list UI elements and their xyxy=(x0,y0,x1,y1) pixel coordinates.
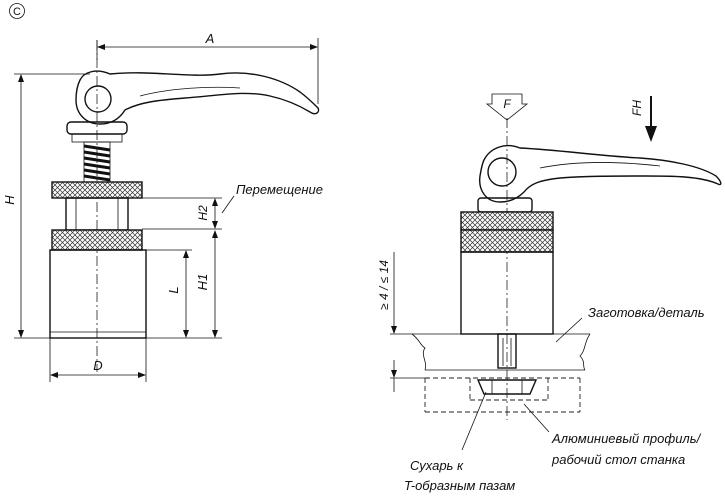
left-lower-knurled-ring xyxy=(51,229,143,251)
dimension-h: H xyxy=(2,73,90,339)
left-view: A H H2 H1 L xyxy=(2,31,323,382)
right-view: F FH xyxy=(377,93,722,493)
dimension-a-label: A xyxy=(205,31,215,46)
force-fh-arrow: FH xyxy=(630,96,657,142)
plunger-pin xyxy=(497,333,517,369)
slot-nut-label-line1: Сухарь к xyxy=(410,458,464,473)
dimension-h2: H2 xyxy=(142,197,222,230)
dimension-h2-label: H2 xyxy=(196,205,210,221)
view-label: C xyxy=(13,6,21,18)
dimension-stroke-label: ≥ 4 / ≤ 14 xyxy=(377,260,391,310)
left-cam-lever xyxy=(75,70,320,125)
right-lower-knurled-ring xyxy=(460,229,554,253)
dimension-h-label: H xyxy=(2,195,17,205)
dimension-stroke: ≥ 4 / ≤ 14 xyxy=(377,252,430,392)
force-f-label: F xyxy=(503,97,511,111)
right-cam-lever xyxy=(479,144,722,203)
dimension-l-label: L xyxy=(166,286,181,293)
right-upper-knurled-ring xyxy=(460,211,554,231)
slot-nut-label-line2: T-образным пазам xyxy=(404,478,515,493)
workpiece-callout: Заготовка/деталь xyxy=(555,305,705,343)
workpiece-label: Заготовка/деталь xyxy=(588,305,705,320)
left-upper-knurled-ring xyxy=(51,181,143,199)
dimension-l: L xyxy=(142,249,192,338)
profile-callout: Алюминиевый профиль/ рабочий стол станка xyxy=(523,403,702,467)
aluminium-profile xyxy=(424,377,581,413)
displacement-callout: Перемещение xyxy=(221,182,323,214)
view-label-badge: C xyxy=(9,3,25,19)
t-slot-nut xyxy=(476,379,538,395)
right-cam-collar xyxy=(477,197,533,213)
dimension-h1: H1 xyxy=(146,230,222,339)
dimension-d: D xyxy=(49,338,147,382)
force-fh-label: FH xyxy=(630,100,644,116)
slot-nut-callout: Сухарь к T-образным пазам xyxy=(404,391,515,493)
dimension-a: A xyxy=(96,31,319,104)
dimension-d-label: D xyxy=(93,358,102,373)
left-body xyxy=(49,249,147,339)
workpiece-plate xyxy=(411,333,591,371)
dimension-h1-label: H1 xyxy=(195,274,210,291)
profile-label-line2: рабочий стол станка xyxy=(551,452,685,467)
profile-label-line1: Алюминиевый профиль/ xyxy=(551,431,702,446)
displacement-label: Перемещение xyxy=(236,182,323,197)
force-f-arrow: F xyxy=(485,93,529,121)
